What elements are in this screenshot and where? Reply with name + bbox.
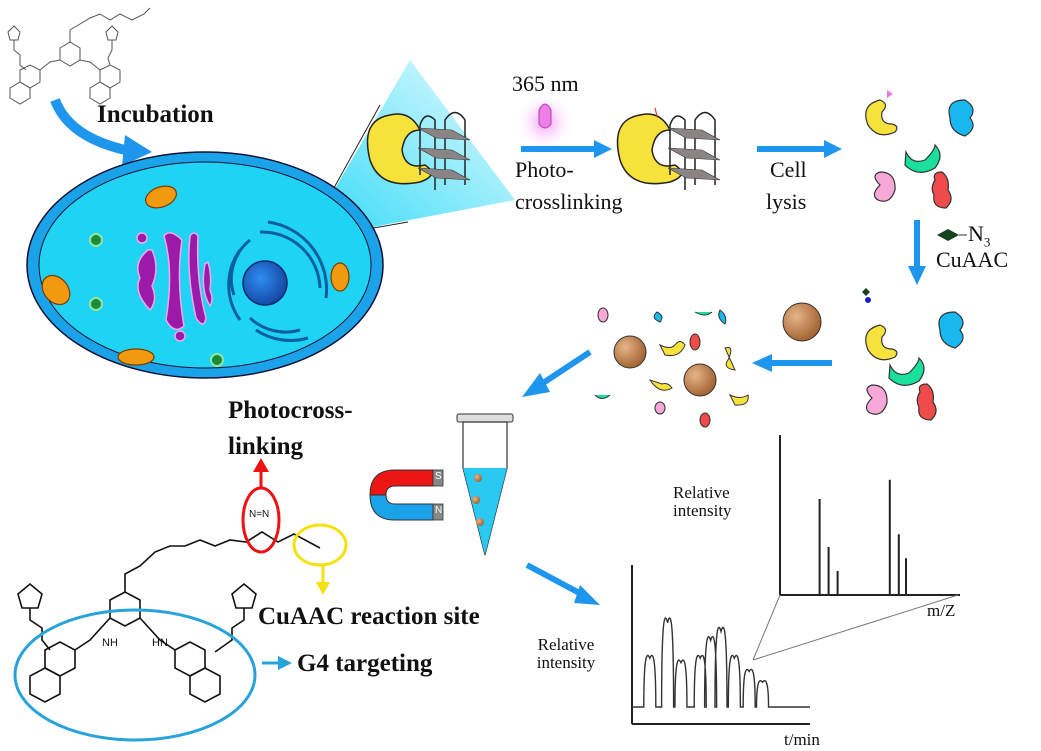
amide-nh-left: NH (102, 637, 118, 649)
ms-ylabel-word: intensity (673, 500, 732, 520)
golgi-apparatus (136, 232, 213, 342)
amide-nh-right: HN (152, 637, 168, 649)
uv-bulb-icon (538, 103, 552, 129)
cuaac-site-label: CuAAC reaction site (258, 603, 480, 630)
azide-label: N3 (968, 222, 990, 249)
photocross-site-label-2: linking (228, 433, 304, 460)
ms-xlabel: m/Z (927, 601, 956, 620)
magnet-s-label: S (435, 471, 442, 482)
separation-arrow (538, 349, 592, 388)
endoplasmic-reticulum (227, 220, 329, 343)
eppendorf-tube (456, 413, 514, 556)
chromatogram-trace (632, 617, 810, 708)
ms-ylabel-word: Relative (673, 483, 730, 502)
nucleus (242, 260, 288, 306)
photocrosslinking-label-1: Photo- (515, 157, 574, 182)
cell-lysis-label-2: lysis (766, 189, 807, 214)
mitochondrion (41, 185, 350, 366)
azide-n: N (968, 221, 984, 246)
photocross-site-label-1: Photocross- (228, 397, 353, 424)
zoom-cone (305, 60, 515, 240)
biotin-azide-icon (937, 229, 959, 241)
mass-spectrum (779, 435, 960, 596)
cuaac-label: CuAAC (936, 247, 1009, 272)
incubation-arrowhead (122, 135, 152, 166)
photocrosslinking-label-2: crosslinking (515, 189, 623, 214)
cell (26, 151, 384, 379)
g4-targeting-label: G4 targeting (297, 650, 433, 677)
lysed-proteins (865, 99, 974, 209)
diazirine-label: N=N (249, 509, 270, 520)
protein-g4-complex-initial (366, 111, 471, 190)
probe-molecule-structure (17, 531, 321, 703)
incubation-arrow (50, 98, 136, 157)
zoom-line-right (752, 594, 959, 661)
magnet-icon (369, 469, 444, 521)
protein-g4-complex-crosslinked (616, 107, 721, 190)
g4-binding-highlight (13, 608, 257, 742)
vesicle (89, 233, 224, 367)
chromatogram-xlabel: t/min (784, 730, 820, 749)
probe-molecule-small (7, 7, 151, 105)
streptavidin-bead (782, 302, 822, 342)
chromatogram-ylabel: Relative intensity (536, 635, 596, 672)
magnet-n-label: N (435, 505, 443, 516)
alkyne-tag (887, 90, 893, 98)
azide-subscript: 3 (983, 234, 991, 250)
lcms-arrow (525, 562, 587, 599)
cell-lysis-label-1: Cell (770, 157, 807, 182)
bead-complexes (594, 307, 749, 428)
wavelength-label: 365 nm (512, 71, 579, 96)
chromatogram (631, 565, 810, 725)
zoom-line-left (752, 594, 781, 661)
incubation-label: Incubation (97, 101, 214, 128)
alkyne-highlight (292, 523, 348, 567)
clicked-proteins (865, 311, 964, 421)
